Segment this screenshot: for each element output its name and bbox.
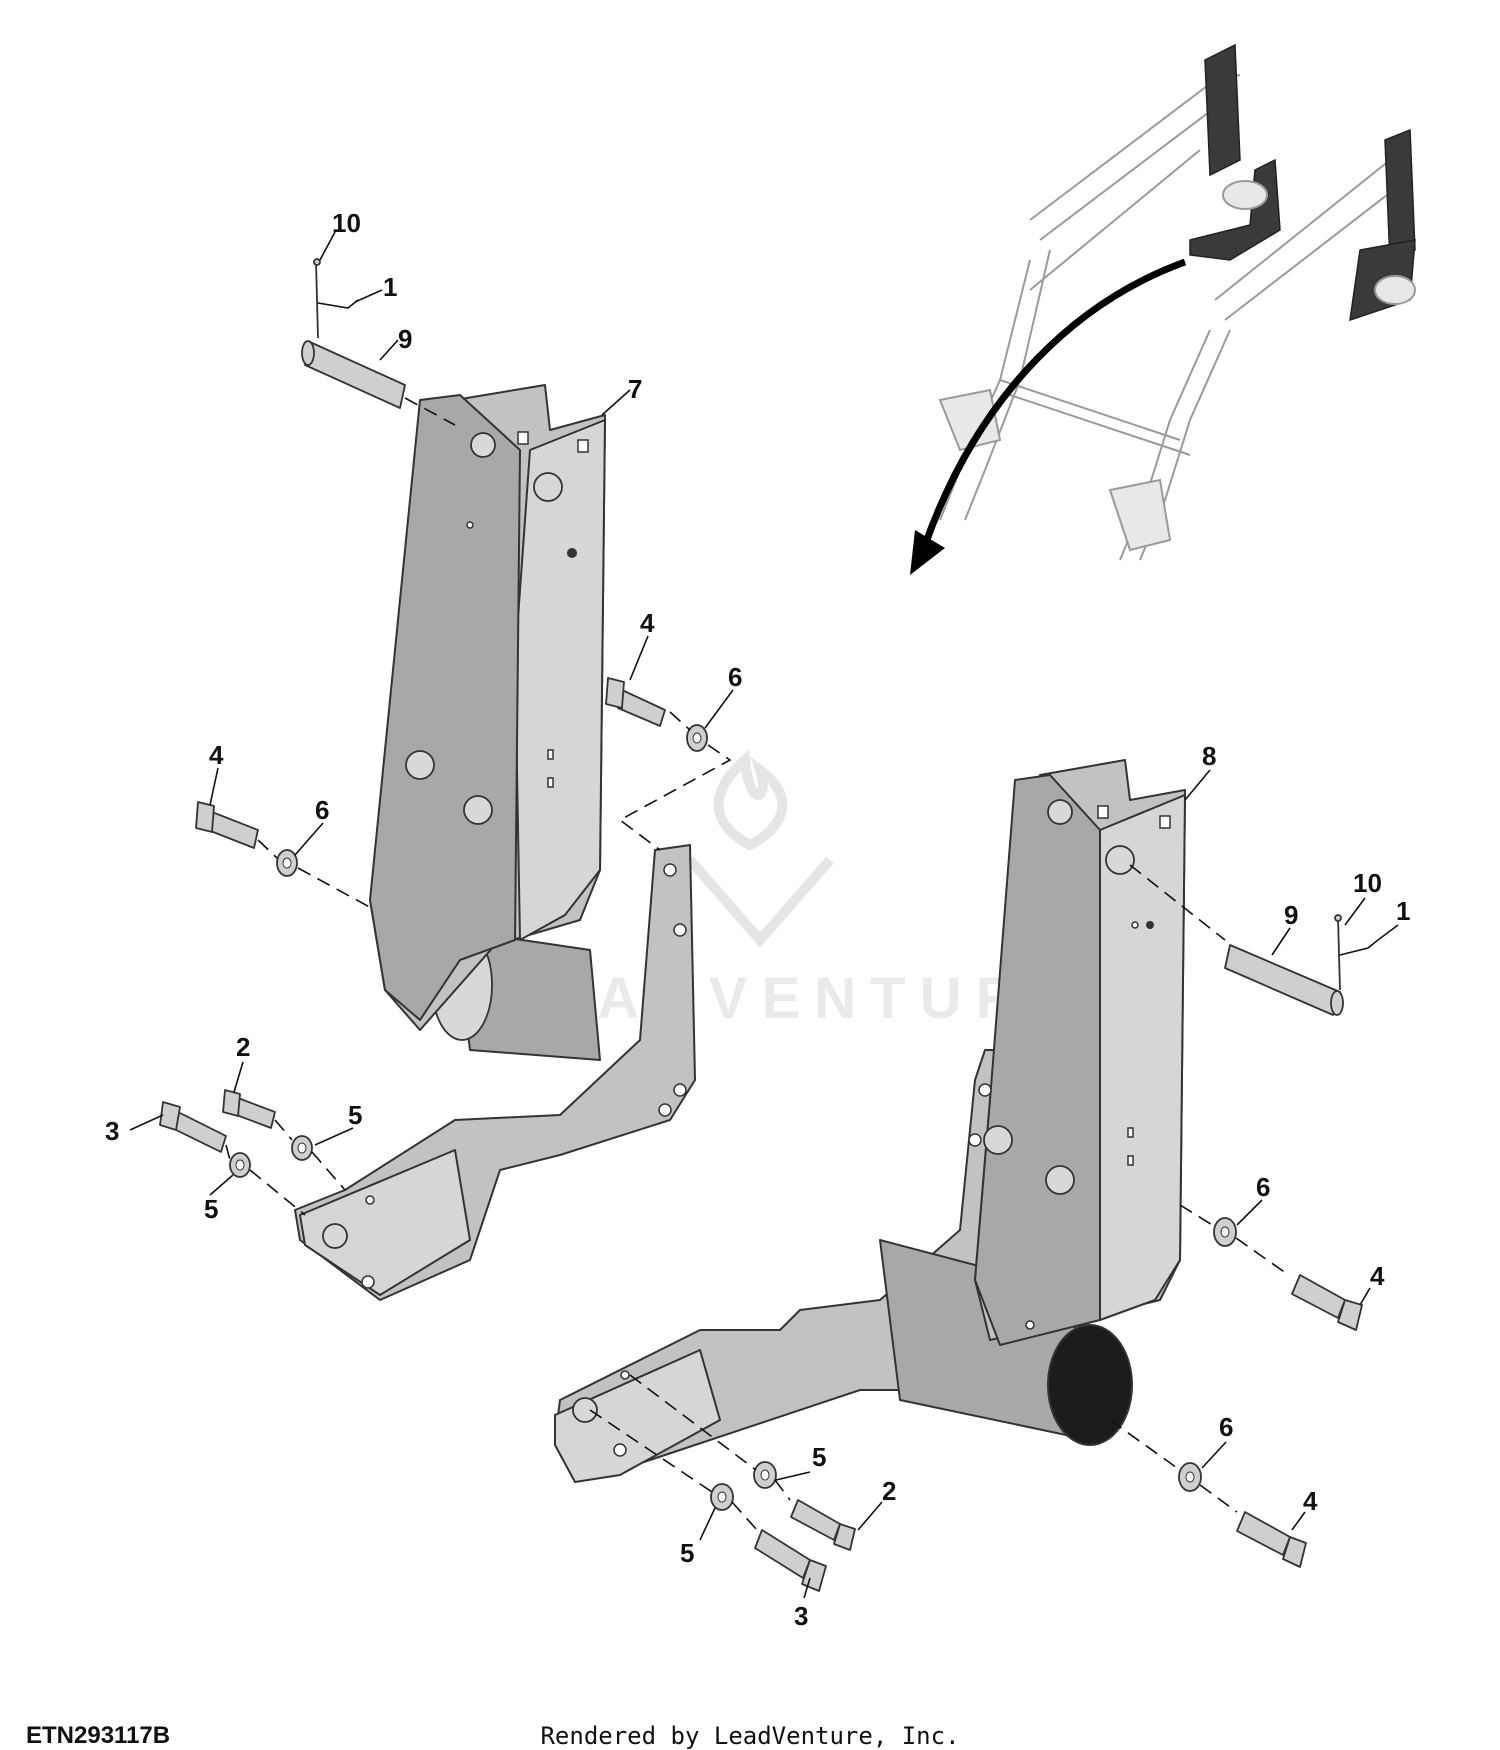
clip-1-right bbox=[1339, 939, 1379, 956]
callout-5-bottom-lower: 5 bbox=[680, 1538, 694, 1568]
callout-5-left-upper: 5 bbox=[348, 1100, 362, 1130]
callout-6-right-upper: 6 bbox=[1256, 1172, 1270, 1202]
bolt-2-left bbox=[233, 1097, 276, 1129]
callout-4-right-lower: 4 bbox=[1303, 1486, 1318, 1516]
clip-1-left bbox=[317, 299, 359, 309]
callout-1-right: 1 bbox=[1396, 896, 1410, 926]
bolt-4-right-upper bbox=[1291, 1274, 1346, 1319]
mounting-bracket-right bbox=[554, 759, 1186, 1483]
bolt-4-right-lower bbox=[1236, 1511, 1291, 1556]
bolt-4-upper bbox=[617, 689, 666, 727]
callout-1-left: 1 bbox=[383, 272, 397, 302]
pin-9-left bbox=[304, 341, 406, 409]
callout-6-right-lower: 6 bbox=[1219, 1412, 1233, 1442]
callout-5-bottom-upper: 5 bbox=[812, 1442, 826, 1472]
bolt-3-left bbox=[171, 1111, 227, 1153]
pin-9-right bbox=[1224, 944, 1341, 1016]
callouts: 10 1 9 7 4 6 4 6 8 10 1 9 2 5 3 5 6 4 6 … bbox=[105, 208, 1410, 1631]
callout-3-left: 3 bbox=[105, 1116, 119, 1146]
callout-7: 7 bbox=[628, 374, 642, 404]
callout-10-right: 10 bbox=[1353, 868, 1382, 898]
callout-6-upper: 6 bbox=[728, 662, 742, 692]
bolt-4-left bbox=[207, 811, 259, 849]
bolt-3-bottom bbox=[754, 1529, 811, 1579]
callout-4-upper: 4 bbox=[640, 608, 655, 638]
callout-6-left: 6 bbox=[315, 795, 329, 825]
loader-overview-inset bbox=[910, 43, 1416, 575]
lynch-pin-10-left bbox=[315, 261, 319, 339]
mounting-bracket-left bbox=[294, 384, 696, 1301]
lynch-pin-10-right bbox=[1337, 917, 1341, 991]
bolt-2-bottom bbox=[790, 1499, 841, 1541]
render-credit: Rendered by LeadVenture, Inc. bbox=[540, 1722, 960, 1750]
callout-4-left: 4 bbox=[209, 740, 224, 770]
callout-2-left: 2 bbox=[236, 1032, 250, 1062]
callout-8: 8 bbox=[1202, 741, 1216, 771]
callout-3-bottom: 3 bbox=[794, 1601, 808, 1631]
leader-lines bbox=[129, 231, 1399, 1599]
callout-4-right-upper: 4 bbox=[1370, 1261, 1385, 1291]
callout-2-bottom: 2 bbox=[882, 1476, 896, 1506]
callout-9-right: 9 bbox=[1284, 900, 1298, 930]
callout-5-left-lower: 5 bbox=[204, 1194, 218, 1224]
assembly-lines bbox=[225, 397, 1291, 1531]
callout-10-left: 10 bbox=[332, 208, 361, 238]
figure-id: ETN293117B bbox=[26, 1722, 171, 1749]
hardware bbox=[159, 258, 1379, 1592]
callout-9-left: 9 bbox=[398, 324, 412, 354]
